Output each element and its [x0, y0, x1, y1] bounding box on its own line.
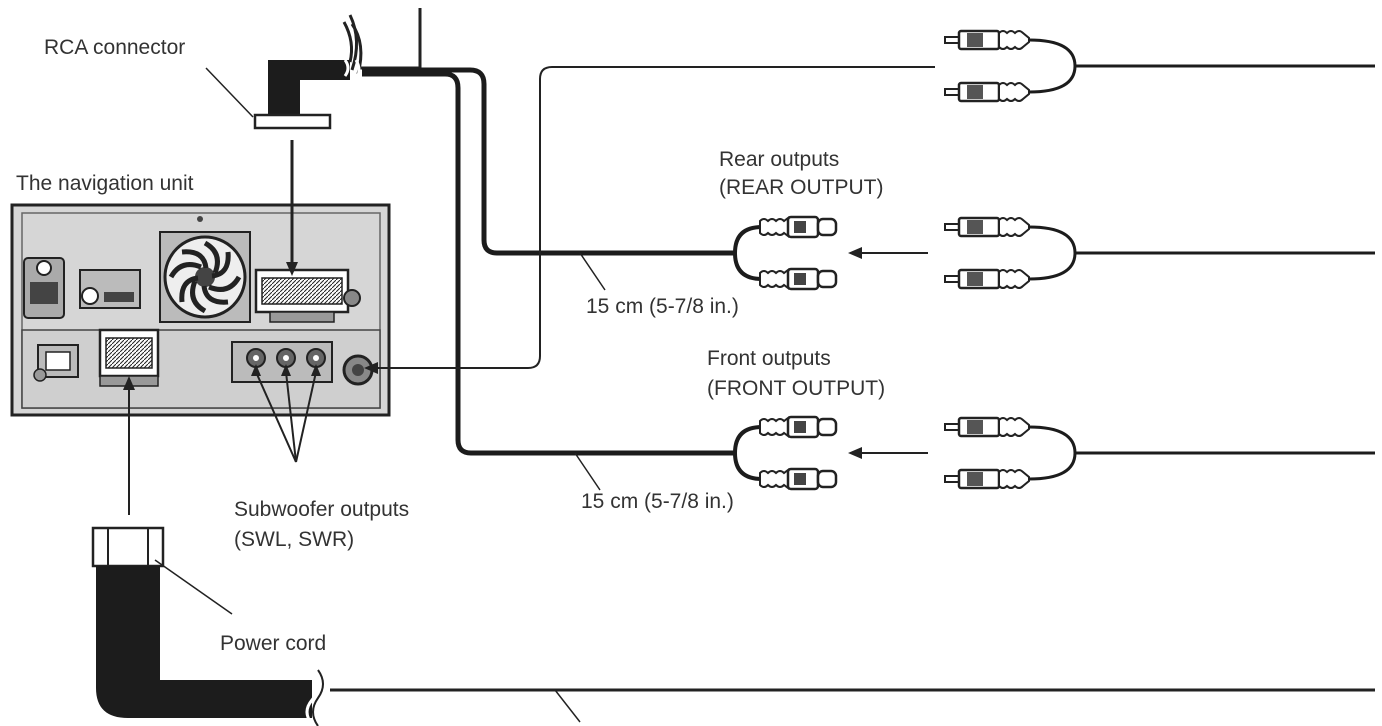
plug-pair-front [943, 416, 1375, 490]
plug-pair-rear [943, 216, 1375, 290]
plug-pair-top [943, 29, 1375, 103]
subwoofer-outputs-code-label: (SWL, SWR) [234, 528, 354, 551]
power-cord-label: Power cord [220, 632, 326, 655]
rear-cable-length-label: 15 cm (5-7/8 in.) [586, 295, 739, 318]
subwoofer-outputs-label: Subwoofer outputs [234, 498, 409, 521]
navigation-unit [10, 203, 391, 417]
front-output-jacks [733, 415, 838, 491]
rear-outputs-code-label: (REAR OUTPUT) [719, 176, 884, 199]
subwoofer-cable [378, 66, 935, 369]
rear-output-cable [362, 67, 735, 256]
rear-outputs-label: Rear outputs [719, 148, 839, 171]
power-cord-plug [91, 526, 329, 726]
rca-connector-label: RCA connector [44, 36, 185, 59]
navigation-unit-label: The navigation unit [16, 172, 194, 195]
front-output-cable [362, 71, 735, 456]
front-outputs-code-label: (FRONT OUTPUT) [707, 377, 885, 400]
front-cable-length-label: 15 cm (5-7/8 in.) [581, 490, 734, 513]
cooling-fan-icon [159, 231, 251, 323]
front-outputs-label: Front outputs [707, 347, 831, 370]
rear-output-jacks [733, 215, 838, 291]
